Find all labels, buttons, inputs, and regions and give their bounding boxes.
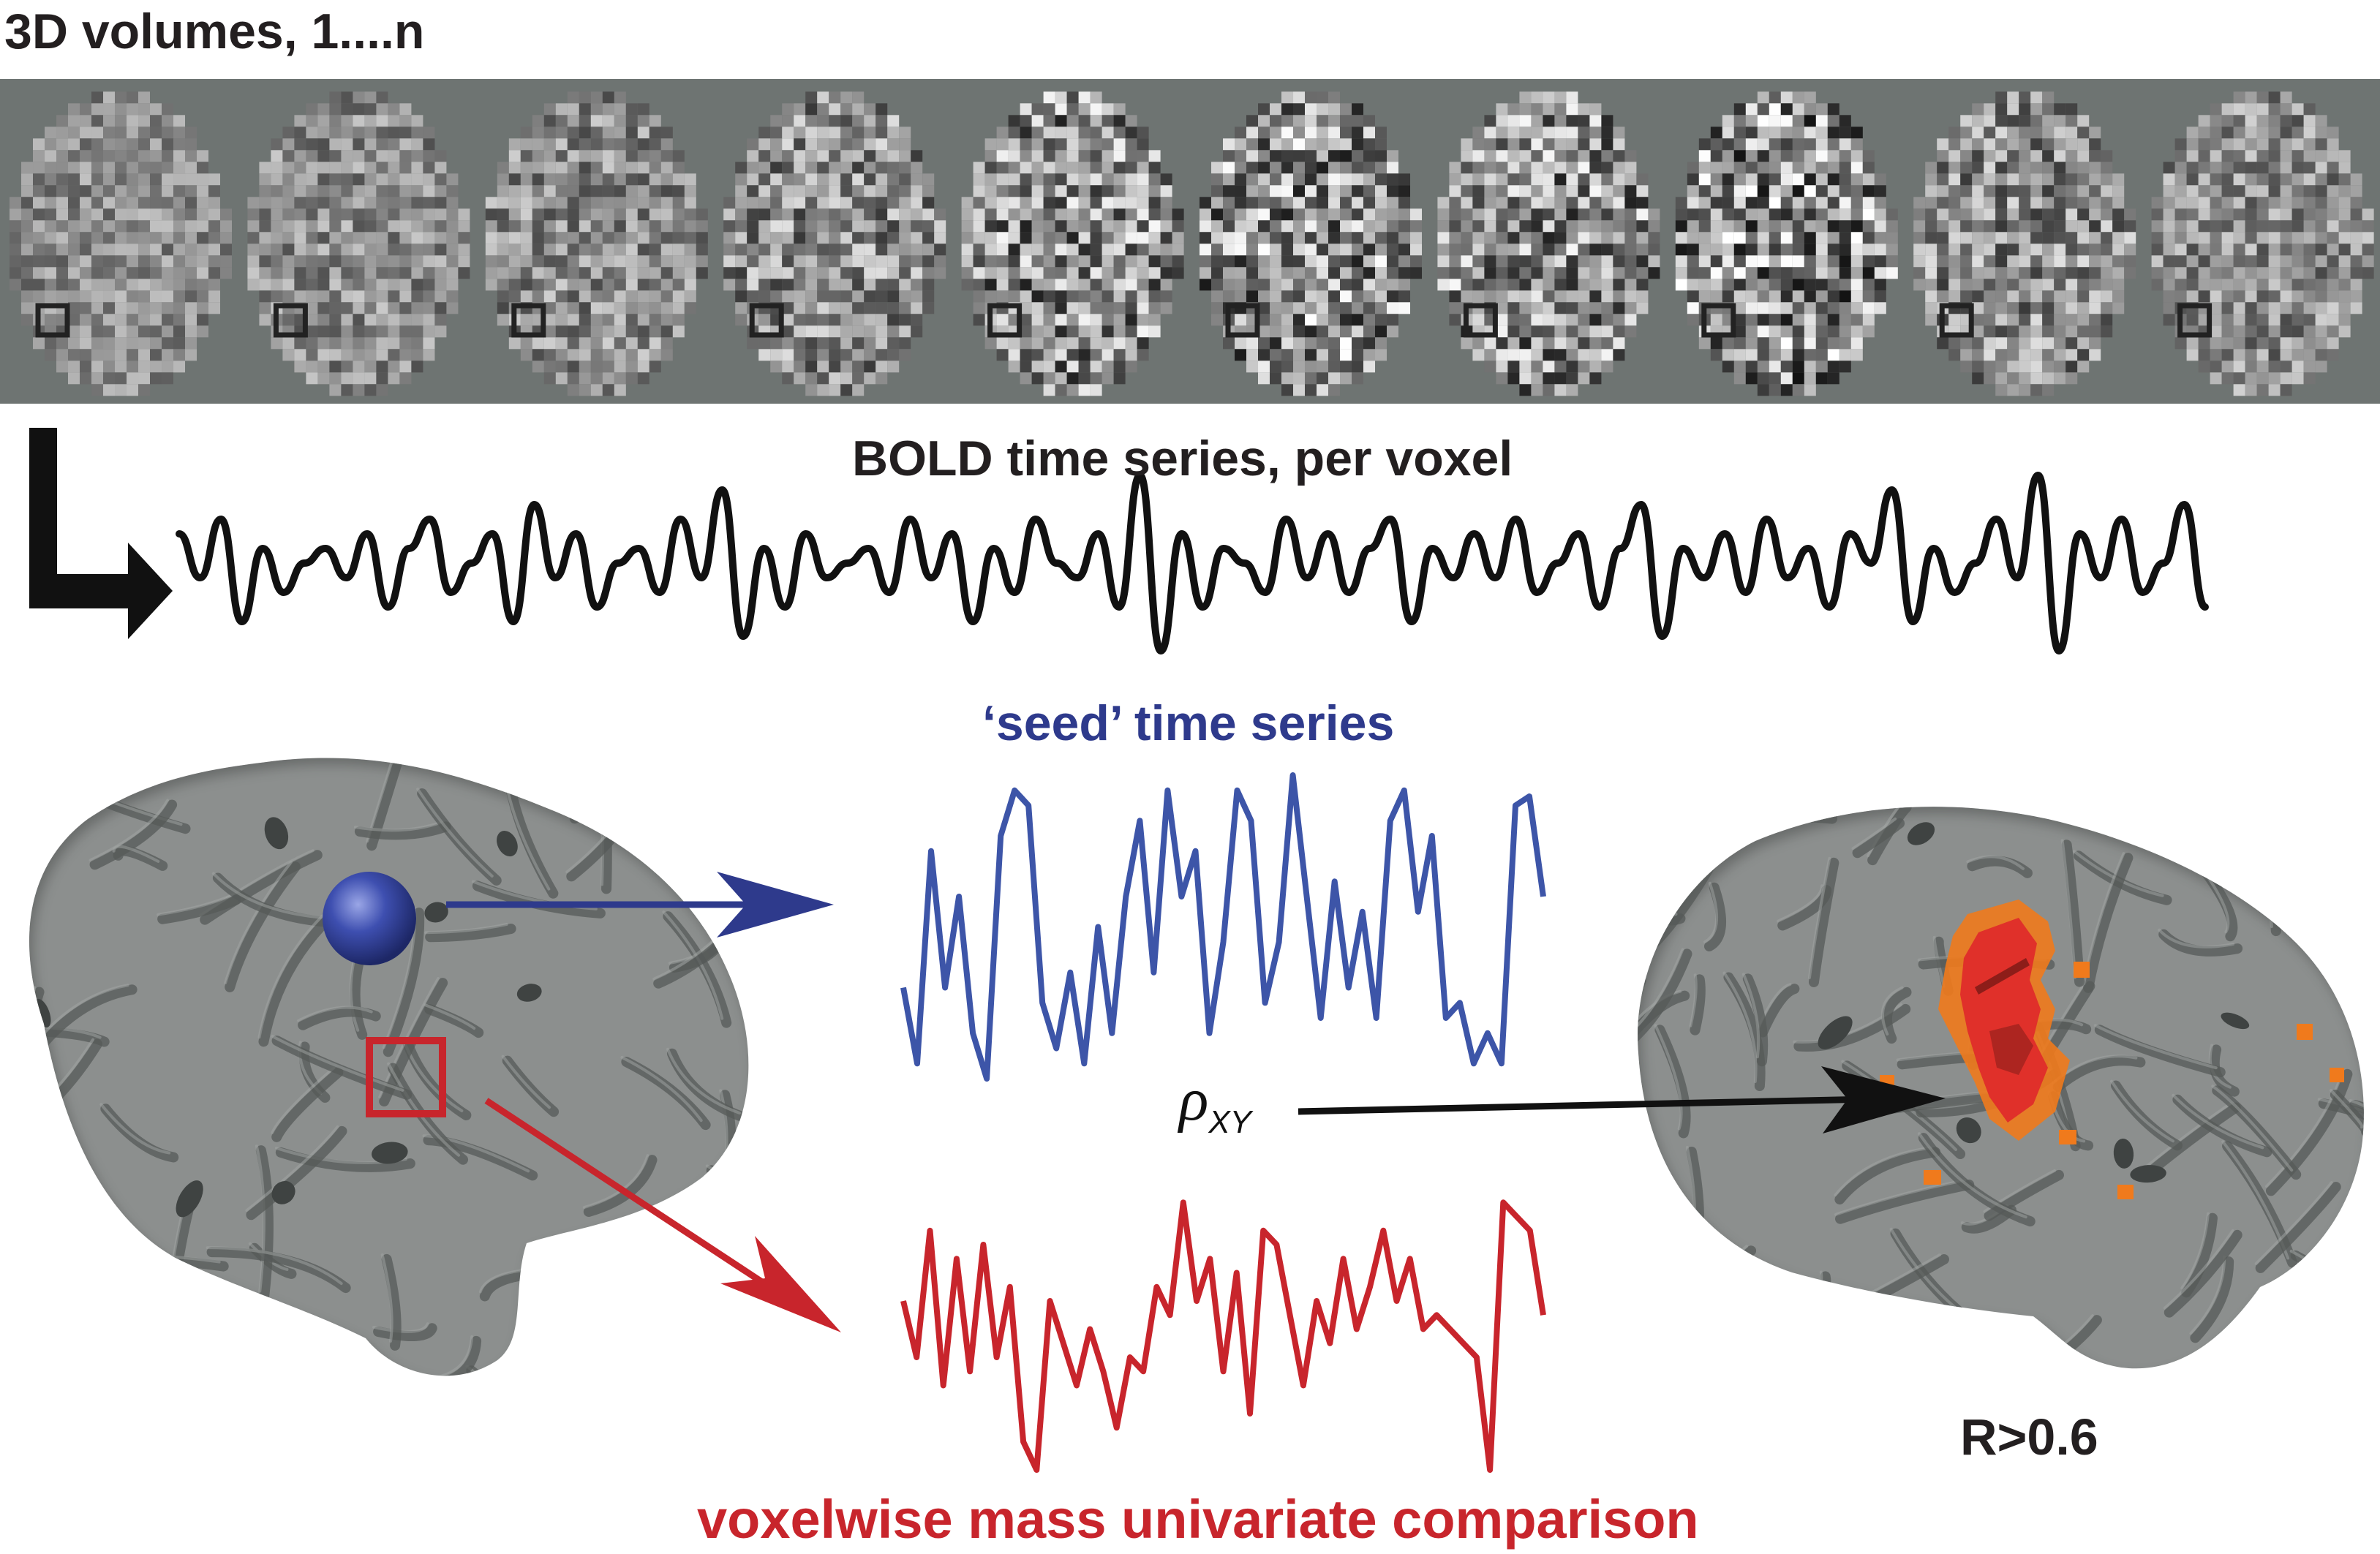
volume-slice-3: [477, 79, 713, 404]
rho-subscript: XY: [1208, 1104, 1252, 1140]
rho-symbol: ρ: [1179, 1065, 1209, 1134]
volume-slice-9: [1905, 79, 2141, 404]
volume-strip: [0, 79, 2380, 404]
voxel-arrow: [484, 1098, 841, 1332]
bold-title: BOLD time series, per voxel: [852, 431, 1513, 486]
seed-sphere-icon: [323, 872, 416, 965]
bold-time-series-line: [176, 472, 2209, 655]
volume-panels: [1, 79, 2379, 404]
volume-slice-6: [1191, 79, 1427, 404]
flow-arrow-icon: [29, 428, 173, 639]
seed-arrow: [446, 872, 834, 938]
correlation-arrow: [1298, 1066, 1946, 1134]
volume-slice-10: [2143, 79, 2379, 404]
seed-time-series-line: [900, 772, 1546, 1082]
volume-slice-7: [1429, 79, 1665, 404]
voxel-time-series-line: [900, 1199, 1546, 1473]
volume-slice-5: [953, 79, 1189, 404]
volume-slice-2: [239, 79, 475, 404]
volume-slice-1: [1, 79, 237, 404]
activation-map: [1880, 899, 2344, 1199]
correlation-symbol: ρXY: [1179, 1064, 1251, 1141]
comparison-title: voxelwise mass univariate comparison: [697, 1489, 1699, 1550]
seed-title: ‘seed’ time series: [982, 695, 1395, 751]
threshold-label: R>0.6: [1960, 1408, 2098, 1466]
volume-slice-8: [1667, 79, 1903, 404]
voxel-roi-square: [366, 1037, 446, 1117]
volume-slice-4: [715, 79, 951, 404]
volumes-title: 3D volumes, 1....n: [4, 4, 425, 59]
